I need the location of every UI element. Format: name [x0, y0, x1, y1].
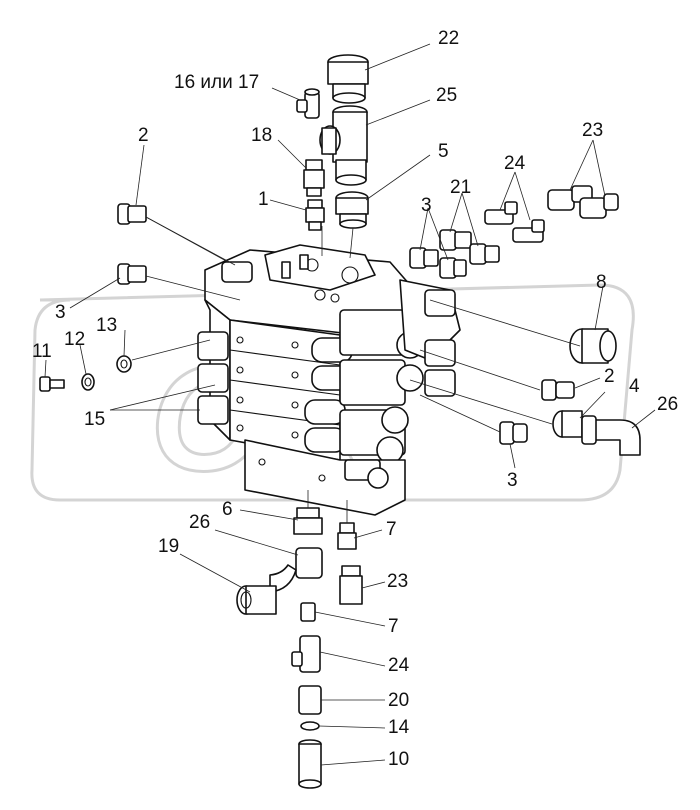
callout-13: 13	[96, 315, 117, 336]
leader-lines	[44, 43, 656, 766]
part-1-nipple	[305, 199, 325, 231]
part-24-tees	[484, 201, 545, 243]
part-12-nut	[81, 373, 95, 391]
callout-20: 20	[388, 690, 409, 711]
part-10-sensor	[298, 739, 322, 789]
part-11-bolt	[39, 376, 65, 392]
part-13-washer	[116, 355, 132, 373]
part-6-fitting	[293, 507, 323, 535]
callout-26-bottom: 26	[189, 512, 210, 533]
callout-23-bottom: 23	[387, 571, 408, 592]
part-23-fittings	[547, 185, 619, 219]
callout-7-lower: 7	[388, 616, 399, 637]
callout-26-right: 26	[657, 394, 678, 415]
callout-24-top: 24	[504, 153, 526, 174]
callout-3-top: 3	[421, 195, 432, 216]
part-26-elbow-bottom	[269, 547, 323, 593]
part-26-elbow-right	[581, 415, 641, 456]
callout-8: 8	[596, 272, 607, 293]
callout-22: 22	[438, 28, 459, 49]
callout-11: 11	[32, 341, 52, 362]
part-20-adapter	[298, 685, 322, 715]
part-8-fitting	[569, 328, 617, 364]
callout-5: 5	[438, 141, 449, 162]
callout-14: 14	[388, 717, 410, 738]
part-7-lower-nipple	[300, 602, 316, 622]
part-3-bottom-fitting	[499, 421, 528, 445]
part-16-17-tee-small	[296, 88, 320, 119]
part-3-left-fitting	[117, 263, 147, 285]
part-4-fitting	[552, 410, 583, 438]
callout-2-right: 2	[604, 366, 615, 387]
callout-25: 25	[436, 85, 457, 106]
callout-15: 15	[84, 409, 105, 430]
callout-4: 4	[629, 376, 640, 397]
part-2-right-fitting	[541, 379, 575, 401]
part-24-tee-bottom	[291, 635, 321, 673]
part-25-tee	[319, 105, 368, 186]
callout-21: 21	[450, 177, 471, 198]
valve-block	[197, 244, 461, 516]
part-3-right-fittings	[409, 247, 467, 279]
callout-10: 10	[388, 749, 409, 770]
part-19-nut	[236, 585, 277, 615]
callout-23-top: 23	[582, 120, 603, 141]
callout-3-bottom: 3	[507, 470, 518, 491]
part-18-adapter	[303, 159, 325, 197]
part-22-fitting	[327, 54, 369, 104]
part-23-bottom-fitting	[339, 565, 363, 605]
callout-7-upper: 7	[386, 519, 397, 540]
part-7-upper-nipple	[337, 522, 357, 550]
callout-3-left: 3	[55, 302, 66, 323]
callout-12: 12	[64, 329, 85, 350]
callout-24-bottom: 24	[388, 655, 410, 676]
callout-labels: 22 16 или 17 25 2 18 5 23 24 1 21 3 3 8 …	[32, 28, 678, 770]
callout-6: 6	[222, 499, 233, 520]
part-21-fittings	[439, 229, 500, 265]
callout-1: 1	[258, 189, 269, 210]
callout-16-or-17: 16 или 17	[174, 72, 259, 93]
callout-18: 18	[251, 125, 272, 146]
callout-19: 19	[158, 536, 179, 557]
part-14-washer	[300, 721, 320, 731]
callout-2-top: 2	[138, 125, 149, 146]
part-2-left-fitting	[117, 203, 147, 225]
part-5-fitting	[335, 191, 369, 229]
